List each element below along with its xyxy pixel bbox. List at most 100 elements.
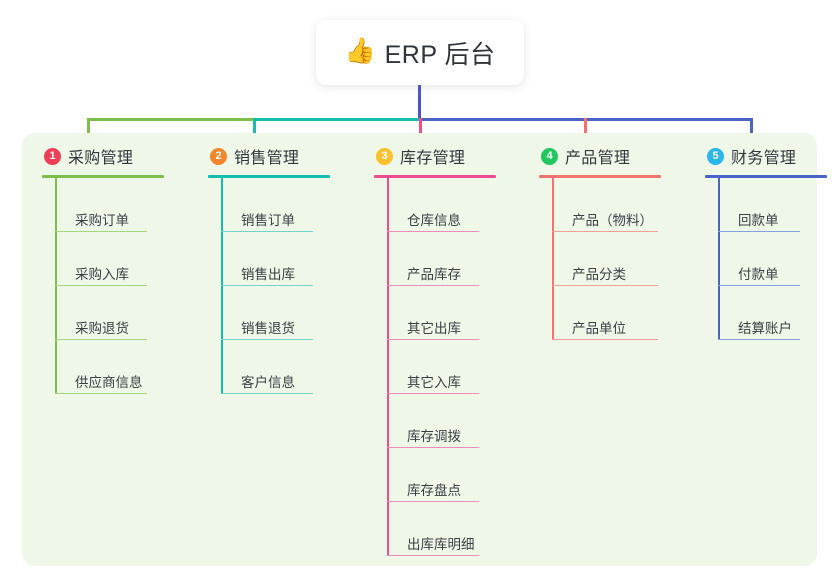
branch-spine (55, 178, 57, 394)
branch-item-list: 产品（物料） 产品分类产品单位 (552, 178, 661, 340)
branch-item-rule (55, 284, 147, 286)
branch-header-4[interactable]: 4 产品管理 (539, 143, 661, 169)
branch-item[interactable]: 结算账户 (718, 286, 827, 340)
branch-item[interactable]: 采购订单 (55, 178, 164, 232)
branch-title: 采购管理 (68, 150, 134, 167)
branch-title: 财务管理 (731, 150, 797, 167)
branch-item-label: 库存调拨 (407, 428, 461, 444)
branch-item-label: 其它出库 (407, 320, 461, 336)
branch-title: 产品管理 (565, 150, 631, 167)
branch-item-label: 仓库信息 (407, 212, 461, 228)
branch-item[interactable]: 付款单 (718, 232, 827, 286)
branch-spine (718, 178, 720, 340)
bar-segment-2 (253, 118, 419, 121)
branch-item-rule (55, 338, 147, 340)
branch-title: 库存管理 (400, 150, 466, 167)
branch-item[interactable]: 产品单位 (552, 286, 661, 340)
branch-item[interactable]: 库存盘点 (387, 448, 496, 502)
branch-header-2[interactable]: 2 销售管理 (208, 143, 330, 169)
branch-item-label: 销售退货 (241, 320, 295, 336)
branch-header-rule (42, 175, 164, 178)
root-node-title: ERP 后台 (384, 40, 496, 69)
branch-item-list: 回款单付款单结算账户 (718, 178, 827, 340)
branch-item-label: 库存盘点 (407, 482, 461, 498)
branch-item-label: 采购订单 (75, 212, 129, 228)
branch-spine (387, 178, 389, 556)
branch-item-label: 销售订单 (241, 212, 295, 228)
branch-column-3: 3 库存管理仓库信息产品库存其它出库其它入库库存调拨库存盘点出库库明细 (374, 143, 496, 556)
branch-item[interactable]: 销售订单 (221, 178, 330, 232)
branch-item-rule (387, 338, 479, 340)
branch-item-label: 付款单 (738, 266, 779, 282)
thumbs-up-icon: 👍 (344, 37, 376, 65)
branch-item[interactable]: 客户信息 (221, 340, 330, 394)
branch-item-rule (387, 230, 479, 232)
branch-item-list: 仓库信息产品库存其它出库其它入库库存调拨库存盘点出库库明细 (387, 178, 496, 556)
branch-item-label: 采购退货 (75, 320, 129, 336)
branch-header-rule (374, 175, 496, 178)
branch-item-label: 结算账户 (738, 320, 792, 336)
branch-item-label: 产品单位 (572, 320, 626, 336)
branch-item[interactable]: 产品分类 (552, 232, 661, 286)
branch-item-rule (221, 392, 313, 394)
branch-item-rule (718, 338, 800, 340)
branch-spine (221, 178, 223, 394)
branch-header-3[interactable]: 3 库存管理 (374, 143, 496, 169)
branch-item-rule (552, 284, 658, 286)
branch-item-label: 供应商信息 (75, 374, 143, 390)
branch-item-rule (718, 284, 800, 286)
branch-item[interactable]: 采购入库 (55, 232, 164, 286)
branch-item[interactable]: 产品库存 (387, 232, 496, 286)
branch-header-rule (208, 175, 330, 178)
branch-number-badge: 2 (210, 147, 227, 165)
branch-item-label: 产品库存 (407, 266, 461, 282)
branch-item-label: 产品分类 (572, 266, 626, 282)
branch-item[interactable]: 采购退货 (55, 286, 164, 340)
root-node-erp-backend[interactable]: 👍 ERP 后台 (316, 20, 524, 85)
branch-item-rule (55, 392, 147, 394)
branch-header-1[interactable]: 1 采购管理 (42, 143, 164, 169)
branch-number-badge: 4 (541, 147, 558, 165)
branch-number-badge: 3 (376, 147, 393, 165)
branch-item[interactable]: 库存调拨 (387, 394, 496, 448)
branch-item[interactable]: 回款单 (718, 178, 827, 232)
branch-item-list: 采购订单采购入库采购退货供应商信息 (55, 178, 164, 394)
branch-item-label: 出库库明细 (407, 536, 475, 552)
branch-item[interactable]: 销售退货 (221, 286, 330, 340)
branch-column-2: 2 销售管理销售订单销售出库销售退货客户信息 (208, 143, 330, 394)
branch-item-rule (387, 284, 479, 286)
branch-header-5[interactable]: 5 财务管理 (705, 143, 827, 169)
branch-item-rule (387, 446, 479, 448)
branch-item-rule (387, 392, 479, 394)
branch-item-rule (221, 338, 313, 340)
branch-item-rule (221, 230, 313, 232)
branch-item-rule (387, 554, 479, 556)
branch-item-rule (387, 500, 479, 502)
branch-item-rule (552, 338, 658, 340)
branch-item[interactable]: 其它入库 (387, 340, 496, 394)
branch-header-rule (705, 175, 827, 178)
branch-item[interactable]: 仓库信息 (387, 178, 496, 232)
branch-item-list: 销售订单销售出库销售退货客户信息 (221, 178, 330, 394)
branch-item[interactable]: 供应商信息 (55, 340, 164, 394)
branch-header-rule (539, 175, 661, 178)
branch-item[interactable]: 销售出库 (221, 232, 330, 286)
branch-number-badge: 5 (707, 147, 724, 165)
branch-item-rule (552, 230, 658, 232)
branch-item-rule (55, 230, 147, 232)
branch-title: 销售管理 (234, 150, 300, 167)
branch-item-label: 采购入库 (75, 266, 129, 282)
branch-column-4: 4 产品管理产品（物料） 产品分类产品单位 (539, 143, 661, 340)
branch-item-rule (718, 230, 800, 232)
branch-item[interactable]: 其它出库 (387, 286, 496, 340)
branch-column-1: 1 采购管理采购订单采购入库采购退货供应商信息 (42, 143, 164, 394)
branch-item-label: 客户信息 (241, 374, 295, 390)
branches-panel: 1 采购管理采购订单采购入库采购退货供应商信息 2 销售管理销售订单销售出库销售退货客… (22, 133, 827, 566)
branch-item[interactable]: 出库库明细 (387, 502, 496, 556)
branch-item[interactable]: 产品（物料） (552, 178, 661, 232)
branch-item-label: 回款单 (738, 212, 779, 228)
branch-item-label: 其它入库 (407, 374, 461, 390)
branch-number-badge: 1 (44, 147, 61, 165)
branch-item-label: 产品（物料） (572, 212, 653, 228)
